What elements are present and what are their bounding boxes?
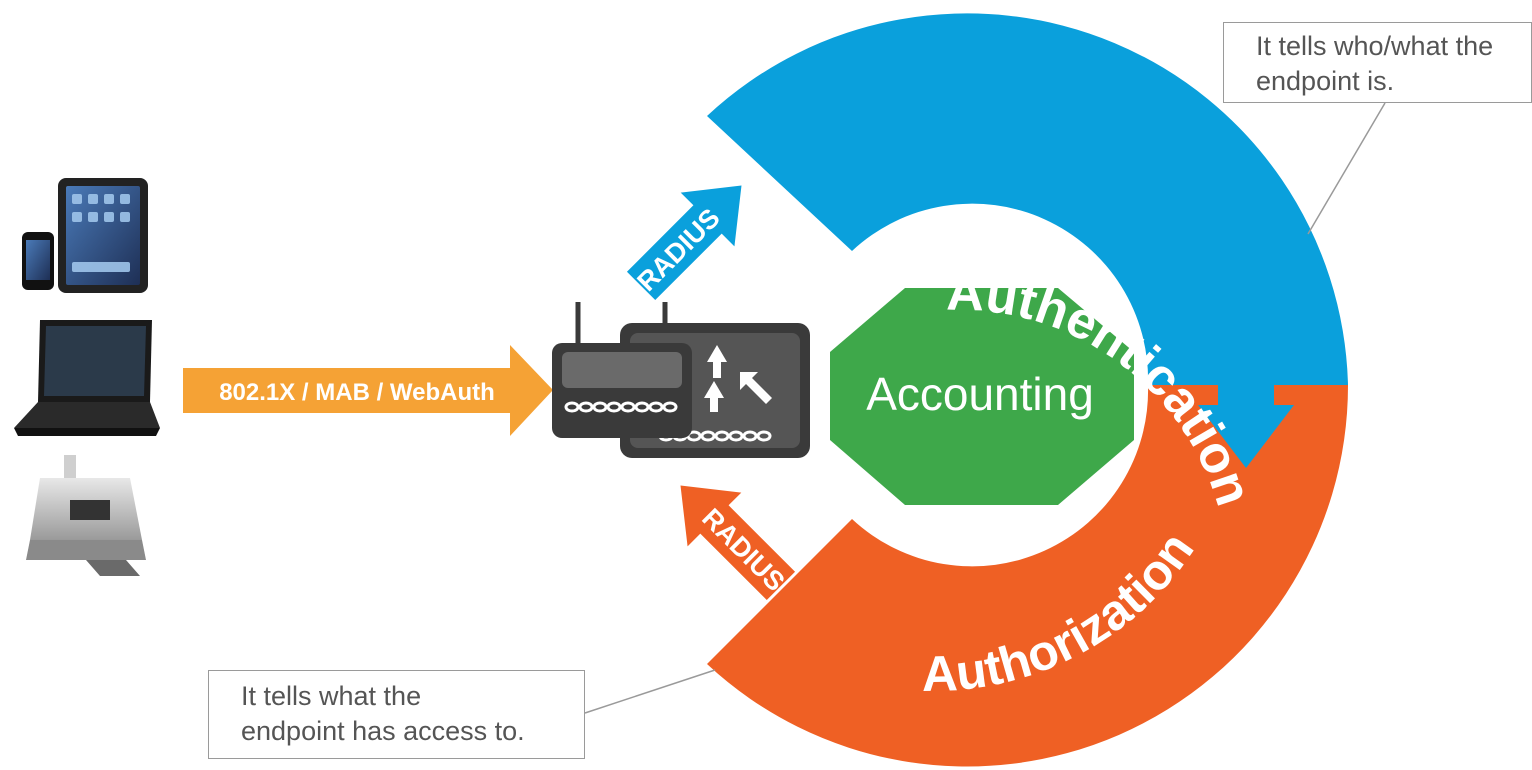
authentication-callout: It tells who/what the endpoint is. bbox=[1223, 22, 1532, 103]
authentication-segment bbox=[707, 13, 1348, 385]
authentication-callout-line2: endpoint is. bbox=[1256, 66, 1395, 96]
protocol-label: 802.1X / MAB / WebAuth bbox=[219, 379, 495, 406]
accounting-octagon bbox=[830, 288, 1134, 505]
network-device-icon bbox=[552, 302, 810, 458]
laptop-icon bbox=[14, 320, 160, 436]
tablet-and-phone-icon bbox=[22, 178, 148, 293]
authorization-callout-line1: It tells what the bbox=[241, 681, 422, 711]
authorization-callout-line2: endpoint has access to. bbox=[241, 716, 525, 746]
authentication-callout-line1: It tells who/what the bbox=[1256, 31, 1494, 61]
accounting-label: Accounting bbox=[866, 368, 1094, 420]
protocol-arrow bbox=[183, 345, 553, 436]
authorization-callout: It tells what the endpoint has access to… bbox=[208, 670, 585, 759]
authorization-callout-line bbox=[584, 669, 716, 714]
radius-upper-label: RADIUS bbox=[631, 203, 725, 297]
printer-icon bbox=[26, 455, 146, 576]
authorization-segment bbox=[707, 385, 1349, 767]
auth-to-authz-arrow bbox=[1198, 385, 1294, 468]
radius-lower-label: RADIUS bbox=[696, 503, 790, 597]
radius-upper-arrow: RADIUS bbox=[626, 185, 742, 301]
authentication-callout-line bbox=[1307, 102, 1386, 235]
